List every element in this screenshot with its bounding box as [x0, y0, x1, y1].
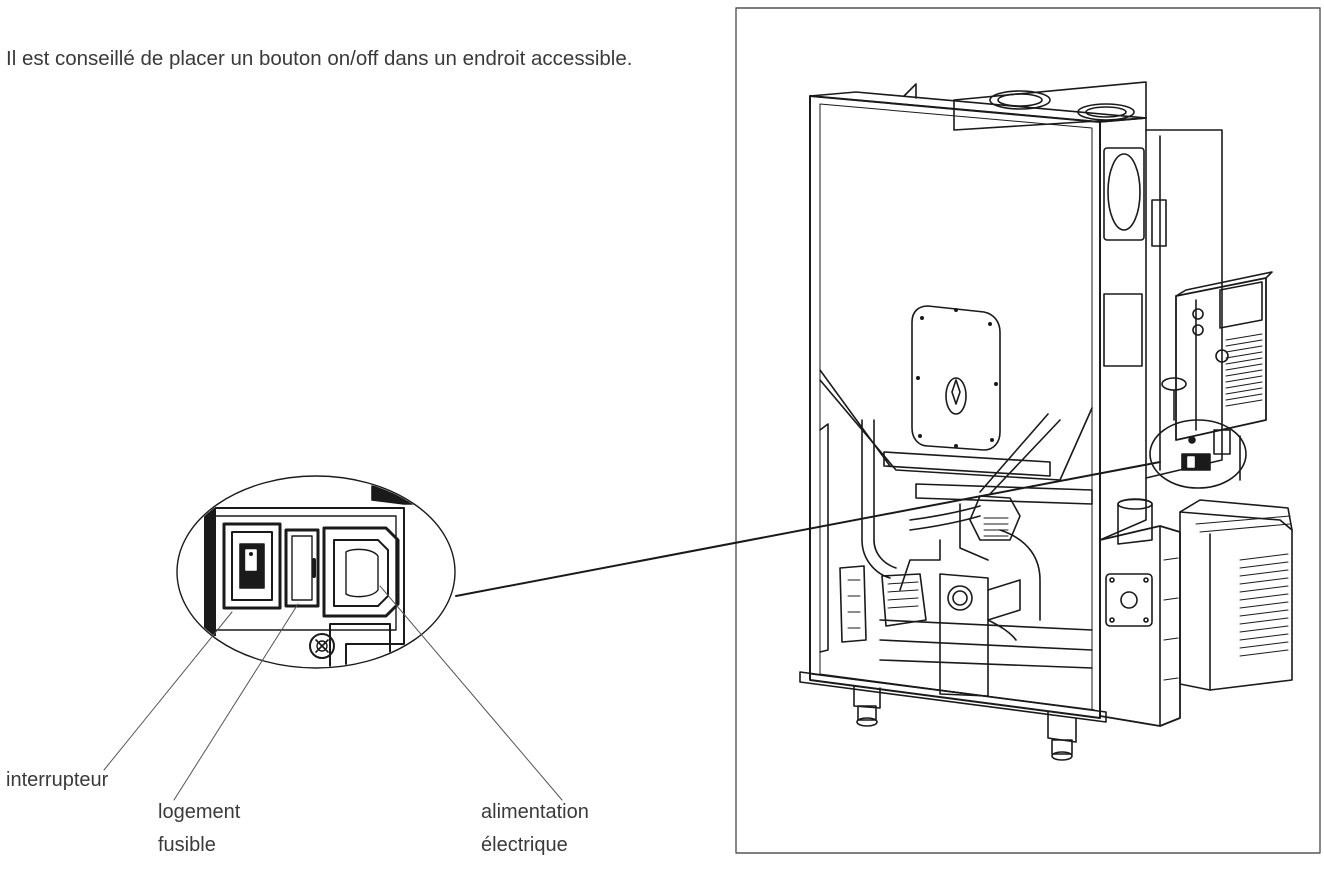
stove-rear-view [799, 81, 1293, 761]
label-logement-fusible: logement fusible [158, 796, 240, 862]
label-alimentation-line2: électrique [481, 834, 568, 856]
drawing-frame [735, 7, 1321, 854]
label-interrupteur: interrupteur [6, 764, 108, 797]
label-alimentation-electrique: alimentation électrique [481, 796, 589, 862]
detail-zoom-ellipse [103, 461, 1161, 801]
label-logement-fusible-line1: logement [158, 801, 241, 823]
label-alimentation-line1: alimentation [481, 801, 589, 823]
label-interrupteur-text: interrupteur [6, 769, 109, 791]
intro-paragraph: Il est conseillé de placer un bouton on/… [6, 47, 633, 70]
label-logement-fusible-line2: fusible [158, 834, 216, 856]
